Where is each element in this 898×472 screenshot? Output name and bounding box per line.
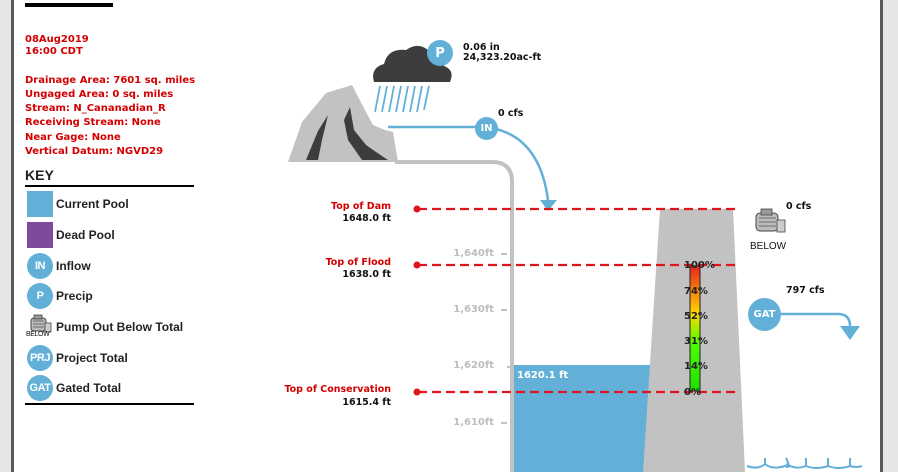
flood-storage-gauge <box>689 265 701 392</box>
key-label: Precip <box>56 289 93 303</box>
key-title: KEY <box>25 167 54 183</box>
key-label: Gated Total <box>56 381 122 395</box>
key-item-current-pool: Current Pool <box>27 191 129 217</box>
precip-volume: 24,323.20ac-ft <box>463 52 542 63</box>
top-of-conservation-value: 1615.4 ft <box>342 397 391 408</box>
left-frame-strip <box>0 0 11 472</box>
pump-below-value: 0 cfs <box>786 201 812 212</box>
left-frame-border <box>11 0 14 472</box>
inflow-value: 0 cfs <box>498 108 524 119</box>
gauge-label: 100% <box>684 260 715 271</box>
stream-name: Stream: N_Cananadian_R <box>25 103 166 114</box>
key-label: Pump Out Below Total <box>56 320 184 334</box>
gated-total-icon: GAT <box>27 375 53 401</box>
current-pool-water <box>514 365 652 472</box>
gauge-label: 0% <box>684 387 701 398</box>
gauge-label: 74% <box>684 286 708 297</box>
reservoir-wall <box>395 160 514 472</box>
axis-tick-label: 1,610ft <box>453 417 494 428</box>
key-bottom-rule <box>25 403 194 405</box>
key-label: Project Total <box>56 351 128 365</box>
key-item-pump-out-below: BELOW Pump Out Below Total <box>26 314 184 340</box>
receiving-stream: Receiving Stream: None <box>25 117 161 128</box>
pump-icon-label: BELOW <box>26 331 50 338</box>
ungaged-area: Ungaged Area: 0 sq. miles <box>25 89 174 100</box>
top-of-dam-label: Top of Dam <box>330 201 391 212</box>
key-item-inflow: IN Inflow <box>27 253 91 279</box>
key-item-precip: P Precip <box>27 283 93 309</box>
axis-tick-label: 1,620ft <box>453 360 494 371</box>
precip-icon: P <box>27 283 53 309</box>
key-label: Inflow <box>56 259 91 273</box>
mountain-icon <box>288 85 398 162</box>
precip-badge: P <box>427 40 453 66</box>
gated-outflow-arrow <box>770 312 860 340</box>
drainage-area: Drainage Area: 7601 sq. miles <box>25 75 196 86</box>
right-frame-strip <box>883 0 898 472</box>
key-label: Dead Pool <box>56 228 115 242</box>
inflow-badge: IN <box>475 117 498 140</box>
time-label: 16:00 CDT <box>25 46 83 57</box>
current-pool-swatch <box>27 191 53 217</box>
key-item-dead-pool: Dead Pool <box>27 222 115 248</box>
precip-depth: 0.06 in <box>463 42 500 53</box>
key-item-gated-total: GAT Gated Total <box>27 375 121 401</box>
top-of-dam-value: 1648.0 ft <box>342 213 391 224</box>
pump-icon: BELOW <box>26 314 53 340</box>
current-pool-elevation: 1620.1 ft <box>517 370 569 381</box>
tailwater-waves <box>746 457 863 469</box>
date-label: 08Aug2019 <box>25 34 89 45</box>
inflow-icon: IN <box>27 253 53 279</box>
gated-value: 797 cfs <box>786 285 825 296</box>
right-frame-border <box>880 0 883 472</box>
axis-tick-label: 1,640ft <box>453 248 494 259</box>
near-gage: Near Gage: None <box>25 132 121 143</box>
gauge-label: 14% <box>684 361 708 372</box>
dead-pool-swatch <box>27 222 53 248</box>
axis-tick-label: 1,630ft <box>453 304 494 315</box>
vertical-datum: Vertical Datum: NGVD29 <box>25 146 164 157</box>
gauge-label: 31% <box>684 336 708 347</box>
key-top-rule <box>25 185 194 187</box>
gated-badge: GAT <box>748 298 781 331</box>
pump-below-label: BELOW <box>750 241 787 252</box>
title-underline <box>25 3 113 7</box>
pump-below-icon <box>755 208 786 233</box>
project-total-icon: PRJ <box>27 345 53 371</box>
key-item-project-total: PRJ Project Total <box>27 345 128 371</box>
top-of-flood-value: 1638.0 ft <box>342 269 391 280</box>
gauge-label: 52% <box>684 311 708 322</box>
top-of-flood-label: Top of Flood <box>325 257 391 268</box>
inflow-arrow <box>388 125 557 211</box>
key-label: Current Pool <box>56 197 129 211</box>
top-of-conservation-label: Top of Conservation <box>284 384 391 395</box>
